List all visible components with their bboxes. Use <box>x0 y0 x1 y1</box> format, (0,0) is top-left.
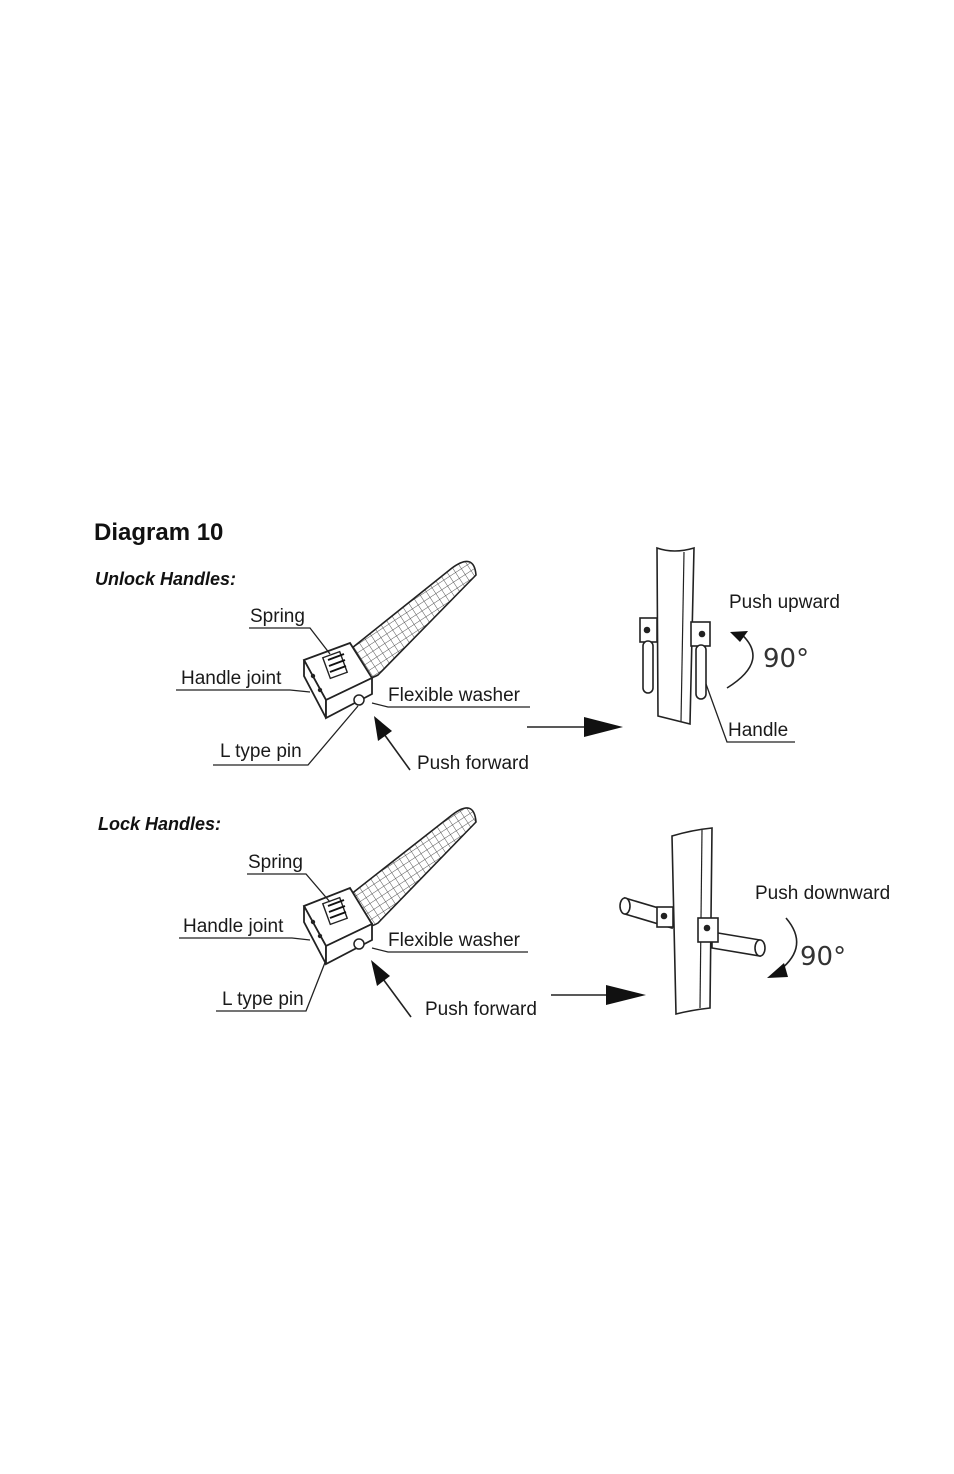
unlock-heading: Unlock Handles: <box>95 570 236 588</box>
lock-angle-label: 90° <box>800 944 846 970</box>
unlock-spring-label: Spring <box>250 607 305 626</box>
unlock-flexible-washer-label: Flexible washer <box>388 686 520 705</box>
unlock-angle-label: 90° <box>763 646 809 672</box>
lock-push-forward-label: Push forward <box>425 1000 537 1019</box>
unlock-push-forward-label: Push forward <box>417 754 529 773</box>
unlock-l-type-pin-label: L type pin <box>220 742 302 761</box>
diagram-title: Diagram 10 <box>94 521 223 545</box>
lock-push-forward-arrow <box>383 979 411 1017</box>
unlock-post-illustration <box>640 548 710 724</box>
lock-handle-joint-label: Handle joint <box>183 917 283 936</box>
lock-post-illustration <box>620 828 765 1014</box>
lock-flexible-washer-label: Flexible washer <box>388 931 520 950</box>
lock-rotation-arc <box>780 918 797 970</box>
lock-spring-label: Spring <box>248 853 303 872</box>
lock-push-direction-label: Push downward <box>755 884 890 903</box>
unlock-push-forward-arrow <box>384 734 410 770</box>
unlock-handle-joint-label: Handle joint <box>181 669 281 688</box>
lock-heading: Lock Handles: <box>98 815 221 833</box>
unlock-handle-label: Handle <box>728 721 788 740</box>
unlock-push-direction-label: Push upward <box>729 593 840 612</box>
lock-l-type-pin-label: L type pin <box>222 990 304 1009</box>
